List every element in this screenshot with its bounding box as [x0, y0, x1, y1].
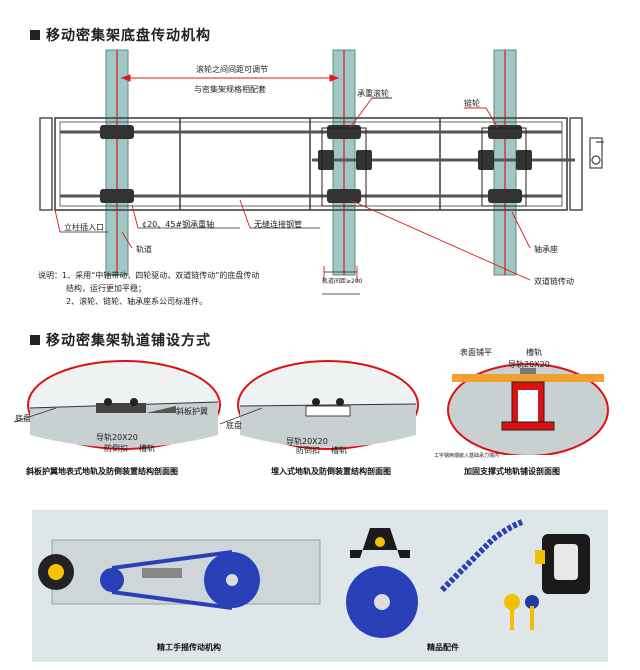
label-bearing-shaft: ¢20、45#钢承重轴	[142, 220, 215, 229]
rails	[105, 49, 517, 276]
bearing-block-image	[350, 528, 410, 558]
chassis-drive-diagram	[39, 49, 604, 295]
d3-caption: 加固支撑式地轨铺设剖面图	[464, 467, 560, 476]
label-rail: 轨道	[136, 245, 152, 254]
d2-label-floor: 底盘	[226, 421, 242, 430]
d1-label-slot: 槽轨	[139, 444, 155, 453]
parts-photos	[38, 519, 590, 638]
label-bearing-seat: 轴承座	[534, 245, 558, 254]
d2-label-anti-tip: 防倒扣	[296, 446, 320, 455]
cross-section-2	[219, 360, 419, 450]
d1-label-floor: 底盘	[15, 414, 31, 423]
sprocket-image	[346, 566, 418, 638]
d2-label-rail: 导轨20X20	[286, 437, 328, 446]
left-end-post	[39, 117, 53, 211]
label-sprocket: 链轮	[464, 99, 480, 108]
note-line-2: 结构，运行更加平稳；	[66, 284, 146, 293]
d1-label-guard: 斜板护翼	[176, 407, 208, 416]
d3-label-surface: 表面铺平	[460, 348, 492, 357]
right-end-post	[569, 117, 583, 211]
caption-parts: 精品配件	[427, 643, 459, 652]
lock-image	[535, 534, 590, 594]
d2-caption: 埋入式地轨及防倒装置结构剖面图	[271, 467, 391, 476]
label-heavy-wheel: 承重滚轮	[357, 89, 389, 98]
d3-label-beam: 工字钢两端嵌入基础承力墙内	[434, 453, 500, 459]
d1-label-anti-tip: 防倒扣	[104, 444, 128, 453]
section1-title: 移动密集架底盘传动机构	[30, 25, 211, 45]
section2-title: 移动密集架轨道铺设方式	[30, 330, 211, 350]
label-post-entry: 立柱插入口	[64, 223, 104, 232]
note-line-3: 2、滚轮、链轮、轴承座系公司标准件。	[66, 297, 208, 306]
cross-section-1	[13, 360, 221, 450]
spacing-note-line1: 滚轮之间间距可调节	[196, 65, 268, 74]
rail-section-diagrams	[13, 360, 609, 455]
spacing-note-line2: 与密集架规格相配套	[194, 85, 266, 94]
d2-label-slot: 槽轨	[331, 446, 347, 455]
label-rail-width: 轨道间距≥200	[322, 278, 363, 285]
d3-label-slot: 槽轨	[526, 348, 542, 357]
keys-image	[504, 594, 539, 630]
bullet-square-icon	[30, 335, 40, 345]
caption-hand-crank: 精工手摇传动机构	[157, 643, 221, 652]
bullet-square-icon	[30, 30, 40, 40]
d1-label-rail: 导轨20X20	[96, 433, 138, 442]
chain-image	[439, 519, 524, 593]
note-line-1: 说明：1、采用“中轴带动，四轮驱动，双道链传动”的底盘传动	[38, 271, 260, 280]
wheel-blocks	[100, 125, 532, 203]
spacing-dimension	[120, 74, 340, 82]
cross-section-3	[447, 363, 609, 455]
label-double-chain: 双道链传动	[534, 277, 574, 286]
d1-caption: 斜板护翼地表式地轨及防倒装置结构剖面图	[26, 467, 178, 476]
hand-crank-mechanism-image	[38, 539, 321, 610]
hand-crank-icon	[589, 137, 604, 169]
d3-label-rail: 导轨20X20	[508, 360, 550, 369]
frame-outer	[54, 117, 568, 211]
label-seamless-tube: 无缝连接钢管	[254, 220, 302, 229]
